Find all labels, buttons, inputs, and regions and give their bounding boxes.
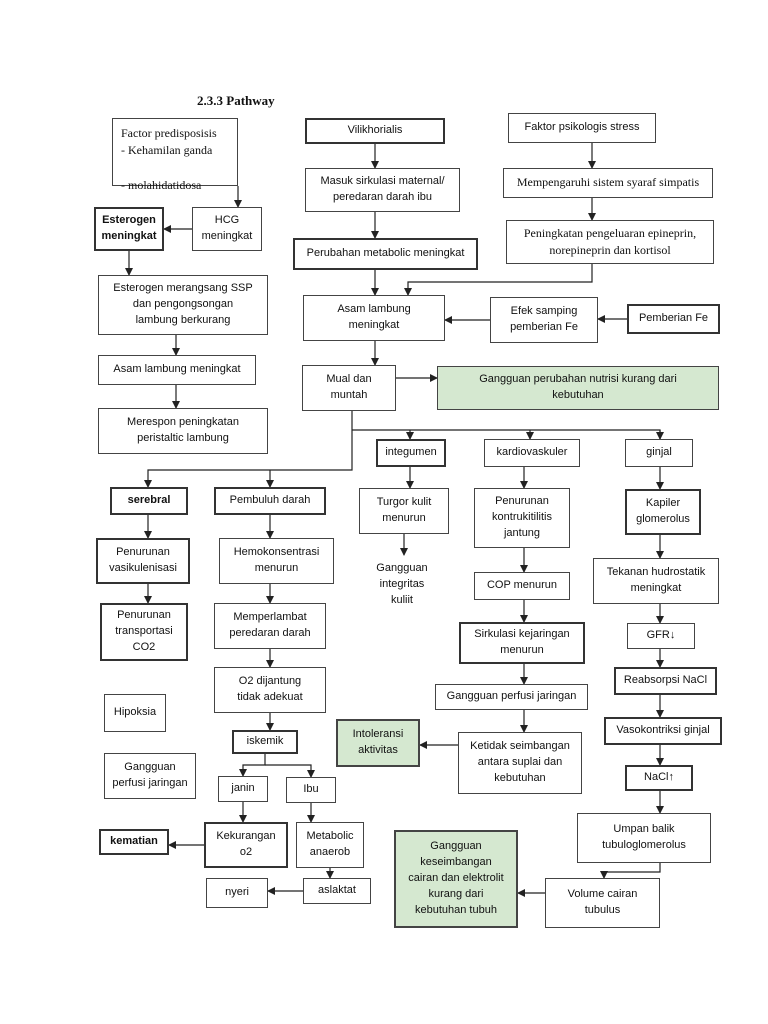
node-ketidak-seimbangan: Ketidak seimbangan antara suplai dan keb… [458, 732, 582, 794]
node-kematian: kematian [99, 829, 169, 855]
node-hcg-meningkat: HCG meningkat [192, 207, 262, 251]
node-turgor-kulit: Turgor kulit menurun [359, 488, 449, 534]
node-o2-dijantung: O2 dijantung tidak adekuat [214, 667, 326, 713]
node-masuk-sirkulasi: Masuk sirkulasi maternal/ peredaran dara… [305, 168, 460, 212]
node-esterogen-ssp: Esterogen merangsang SSP dan pengongsong… [98, 275, 268, 335]
node-gangguan-integritas: Gangguan integritas kuliit [376, 562, 428, 606]
node-nacl: NaCl↑ [625, 765, 693, 791]
node-intoleransi-aktivitas: Intoleransi aktivitas [336, 719, 420, 767]
node-volume-cairan: Volume cairan tubulus [545, 878, 660, 928]
node-aslaktat: aslaktat [303, 878, 371, 904]
node-penurunan-vasikulenisasi: Penurunan vasikulenisasi [96, 538, 190, 584]
connector-line [352, 429, 661, 439]
node-metabolic-anaerob: Metabolic anaerob [296, 822, 364, 868]
arrow-iskemik-janin [239, 754, 266, 777]
node-ibu: Ibu [286, 777, 336, 803]
node-merespon-peristaltik: Merespon peningkatan peristaltic lambung [98, 408, 268, 454]
node-perubahan-metabolic: Perubahan metabolic meningkat [293, 238, 478, 270]
arrow-epineprin-asam [404, 264, 593, 296]
node-janin: janin [218, 776, 268, 802]
node-kekurangan-o2: Kekurangan o2 [204, 822, 288, 868]
node-faktor-predisposisi: Factor predisposisis - Kehamilan ganda -… [112, 118, 238, 192]
node-ginjal: ginjal [625, 439, 693, 467]
arrow-mual-serebral [144, 411, 353, 488]
node-integumen: integumen [376, 439, 446, 467]
node-asam-lambung-left: Asam lambung meningkat [98, 355, 256, 385]
node-kapiler-glomerolus: Kapiler glomerolus [625, 489, 701, 535]
node-gangguan-nutrisi: Gangguan perubahan nutrisi kurang dari k… [437, 366, 719, 410]
node-serebral: serebral [110, 487, 188, 515]
node-gfr: GFR↓ [627, 623, 695, 649]
node-hipoksia: Hipoksia [104, 694, 166, 732]
node-penurunan-kontraktilitas: Penurunan kontrukitilitis jantung [474, 488, 570, 548]
node-gangguan-perfusi-center: Gangguan perfusi jaringan [435, 684, 588, 710]
node-gangguan-perfusi-left: Gangguan perfusi jaringan [104, 753, 196, 799]
node-esterogen-meningkat: Esterogen meningkat [94, 207, 164, 251]
node-gangguan-cairan: Gangguan keseimbangan cairan dan elektro… [394, 830, 518, 928]
node-kardiovaskuler: kardiovaskuler [484, 439, 580, 467]
node-iskemik: iskemik [232, 730, 298, 754]
node-tekanan-hidrostatik: Tekanan hudrostatik meningkat [593, 558, 719, 604]
node-vilikhorialis: Vilikhorialis [305, 118, 445, 144]
node-pembuluh-darah: Pembuluh darah [214, 487, 326, 515]
node-hemokonsentrasi: Hemokonsentrasi menurun [219, 538, 334, 584]
node-asam-lambung-center: Asam lambung meningkat [303, 295, 445, 341]
node-pemberian-fe: Pemberian Fe [627, 304, 720, 334]
node-reabsorpsi-nacl: Reabsorpsi NaCl [614, 667, 717, 695]
node-vasokontriksi-ginjal: Vasokontriksi ginjal [604, 717, 722, 745]
node-sirkulasi-jaringan: Sirkulasi kejaringan menurun [459, 622, 585, 664]
arrow-iskemik-ibu [265, 764, 315, 778]
node-penurunan-transportasi: Penurunan transportasi CO2 [100, 603, 188, 661]
node-nyeri: nyeri [206, 878, 268, 908]
node-memperlambat-peredaran: Memperlambat peredaran darah [214, 603, 326, 649]
node-peningkatan-epineprin: Peningkatan pengeluaran epineprin, norep… [506, 220, 714, 264]
diagram-title: 2.3.3 Pathway [197, 93, 275, 108]
arrow-umpan-volume [600, 863, 661, 879]
node-mual-muntah: Mual dan muntah [302, 365, 396, 411]
node-umpan-balik: Umpan balik tubuloglomerolus [577, 813, 711, 863]
node-mempengaruhi-syaraf: Mempengaruhi sistem syaraf simpatis [503, 168, 713, 198]
node-faktor-psikologis: Faktor psikologis stress [508, 113, 656, 143]
node-efek-samping-fe: Efek samping pemberian Fe [490, 297, 598, 343]
node-cop-menurun: COP menurun [474, 572, 570, 600]
